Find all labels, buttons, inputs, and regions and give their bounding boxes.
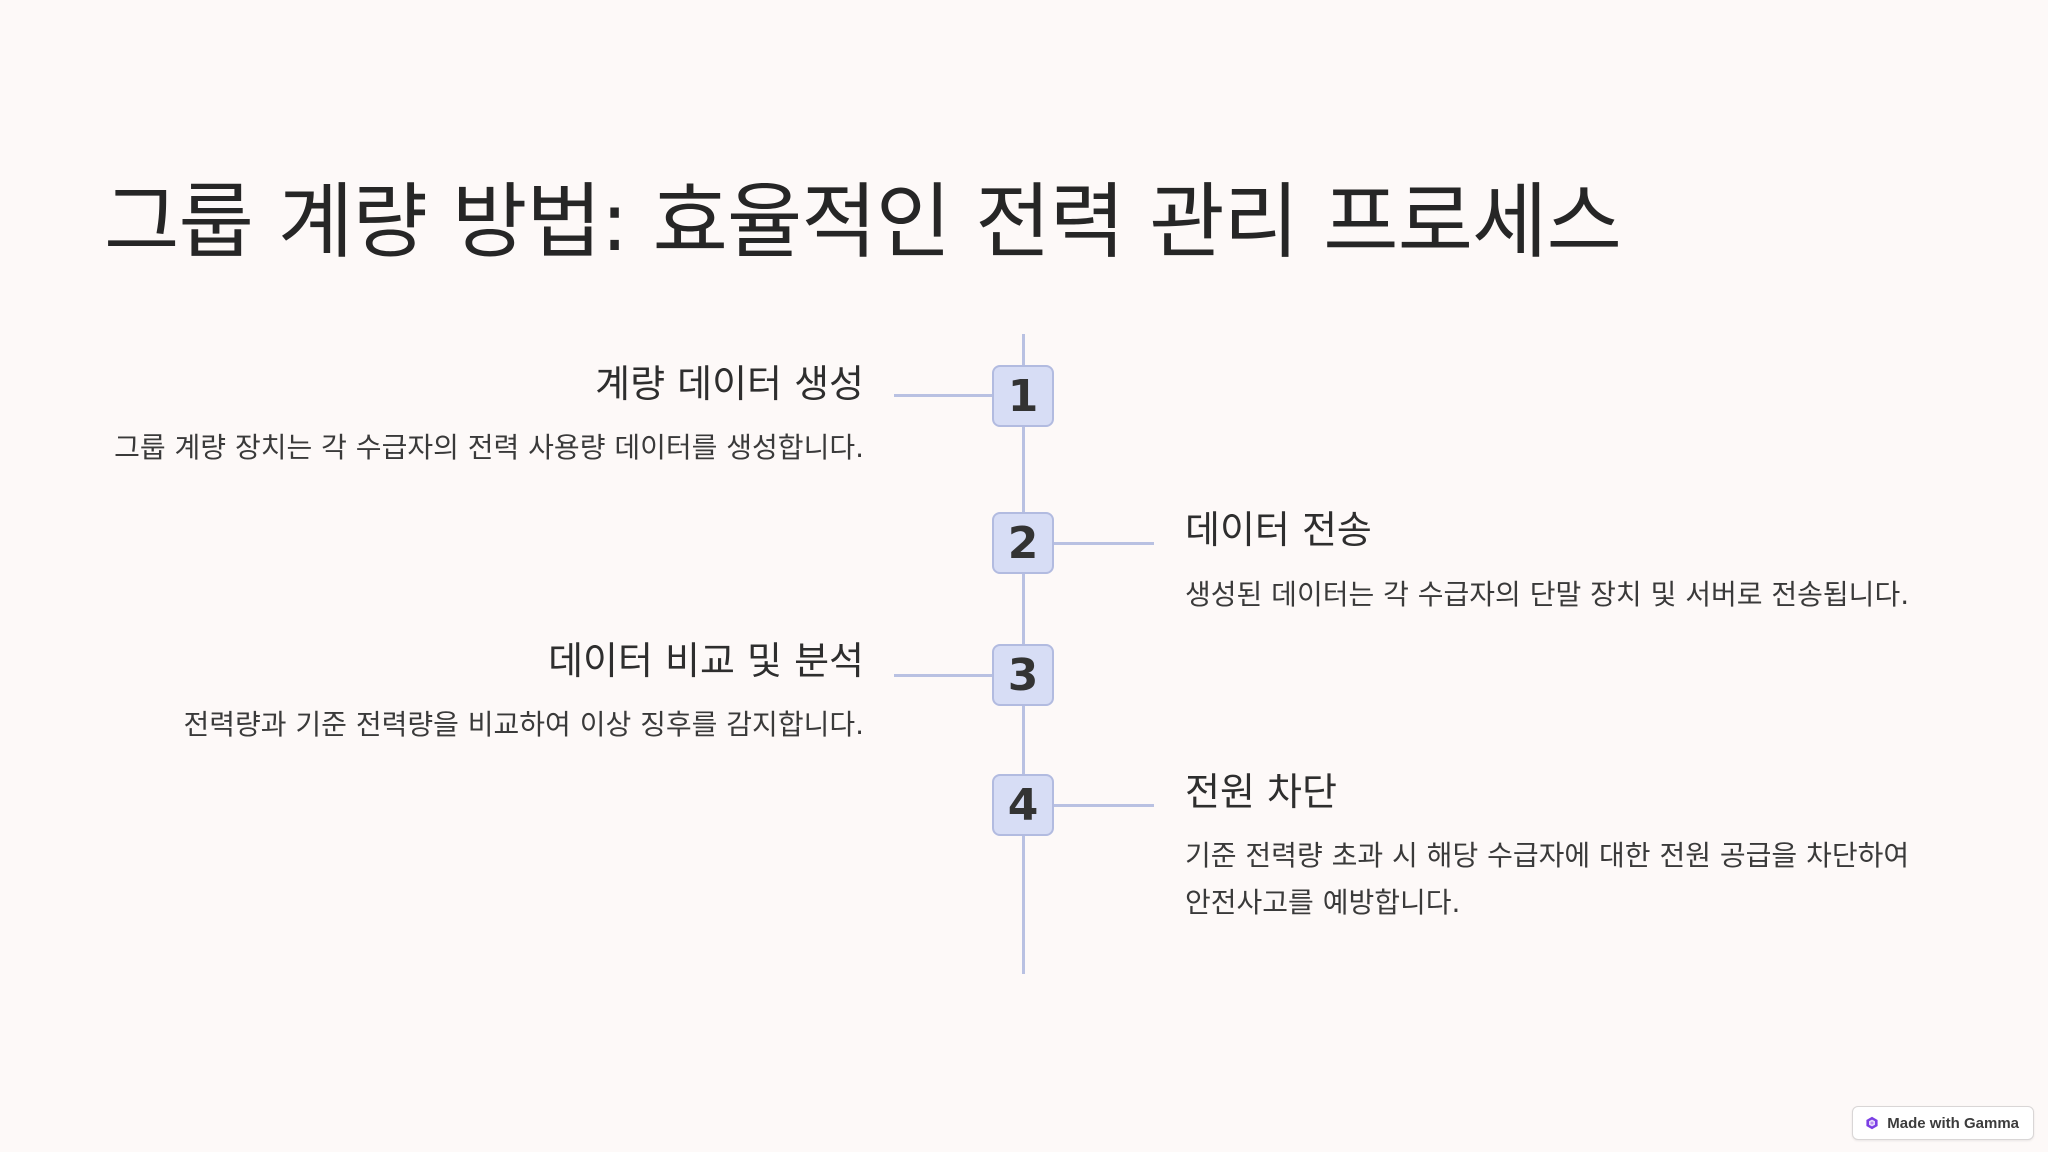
step-1-title: 계량 데이터 생성 [595,362,864,406]
step-2-title: 데이터 전송 [1185,508,1372,552]
step-2-connector [1054,542,1154,545]
step-3-description: 전력량과 기준 전력량을 비교하여 이상 징후를 감지합니다. [183,708,864,741]
gamma-logo-icon [1866,1116,1878,1130]
step-4-number-badge: 4 [992,774,1054,836]
step-1-number-badge: 1 [992,365,1054,427]
step-3-number-badge: 3 [992,644,1054,706]
step-1-connector [894,394,994,397]
step-4-description: 기준 전력량 초과 시 해당 수급자에 대한 전원 공급을 차단하여 안전사고를… [1185,839,1910,919]
step-3-title: 데이터 비교 및 분석 [548,639,864,683]
step-4-connector [1054,804,1154,807]
made-with-gamma-label: Made with Gamma [1887,1114,2019,1132]
page-title: 그룹 계량 방법: 효율적인 전력 관리 프로세스 [104,175,1622,270]
step-2-description: 생성된 데이터는 각 수급자의 단말 장치 및 서버로 전송됩니다. [1185,578,1910,611]
step-1-description: 그룹 계량 장치는 각 수급자의 전력 사용량 데이터를 생성합니다. [114,431,864,464]
step-2-number-badge: 2 [992,512,1054,574]
made-with-gamma-badge[interactable]: Made with Gamma [1852,1106,2034,1140]
step-3-connector [894,674,994,677]
step-4-title: 전원 차단 [1185,770,1337,814]
